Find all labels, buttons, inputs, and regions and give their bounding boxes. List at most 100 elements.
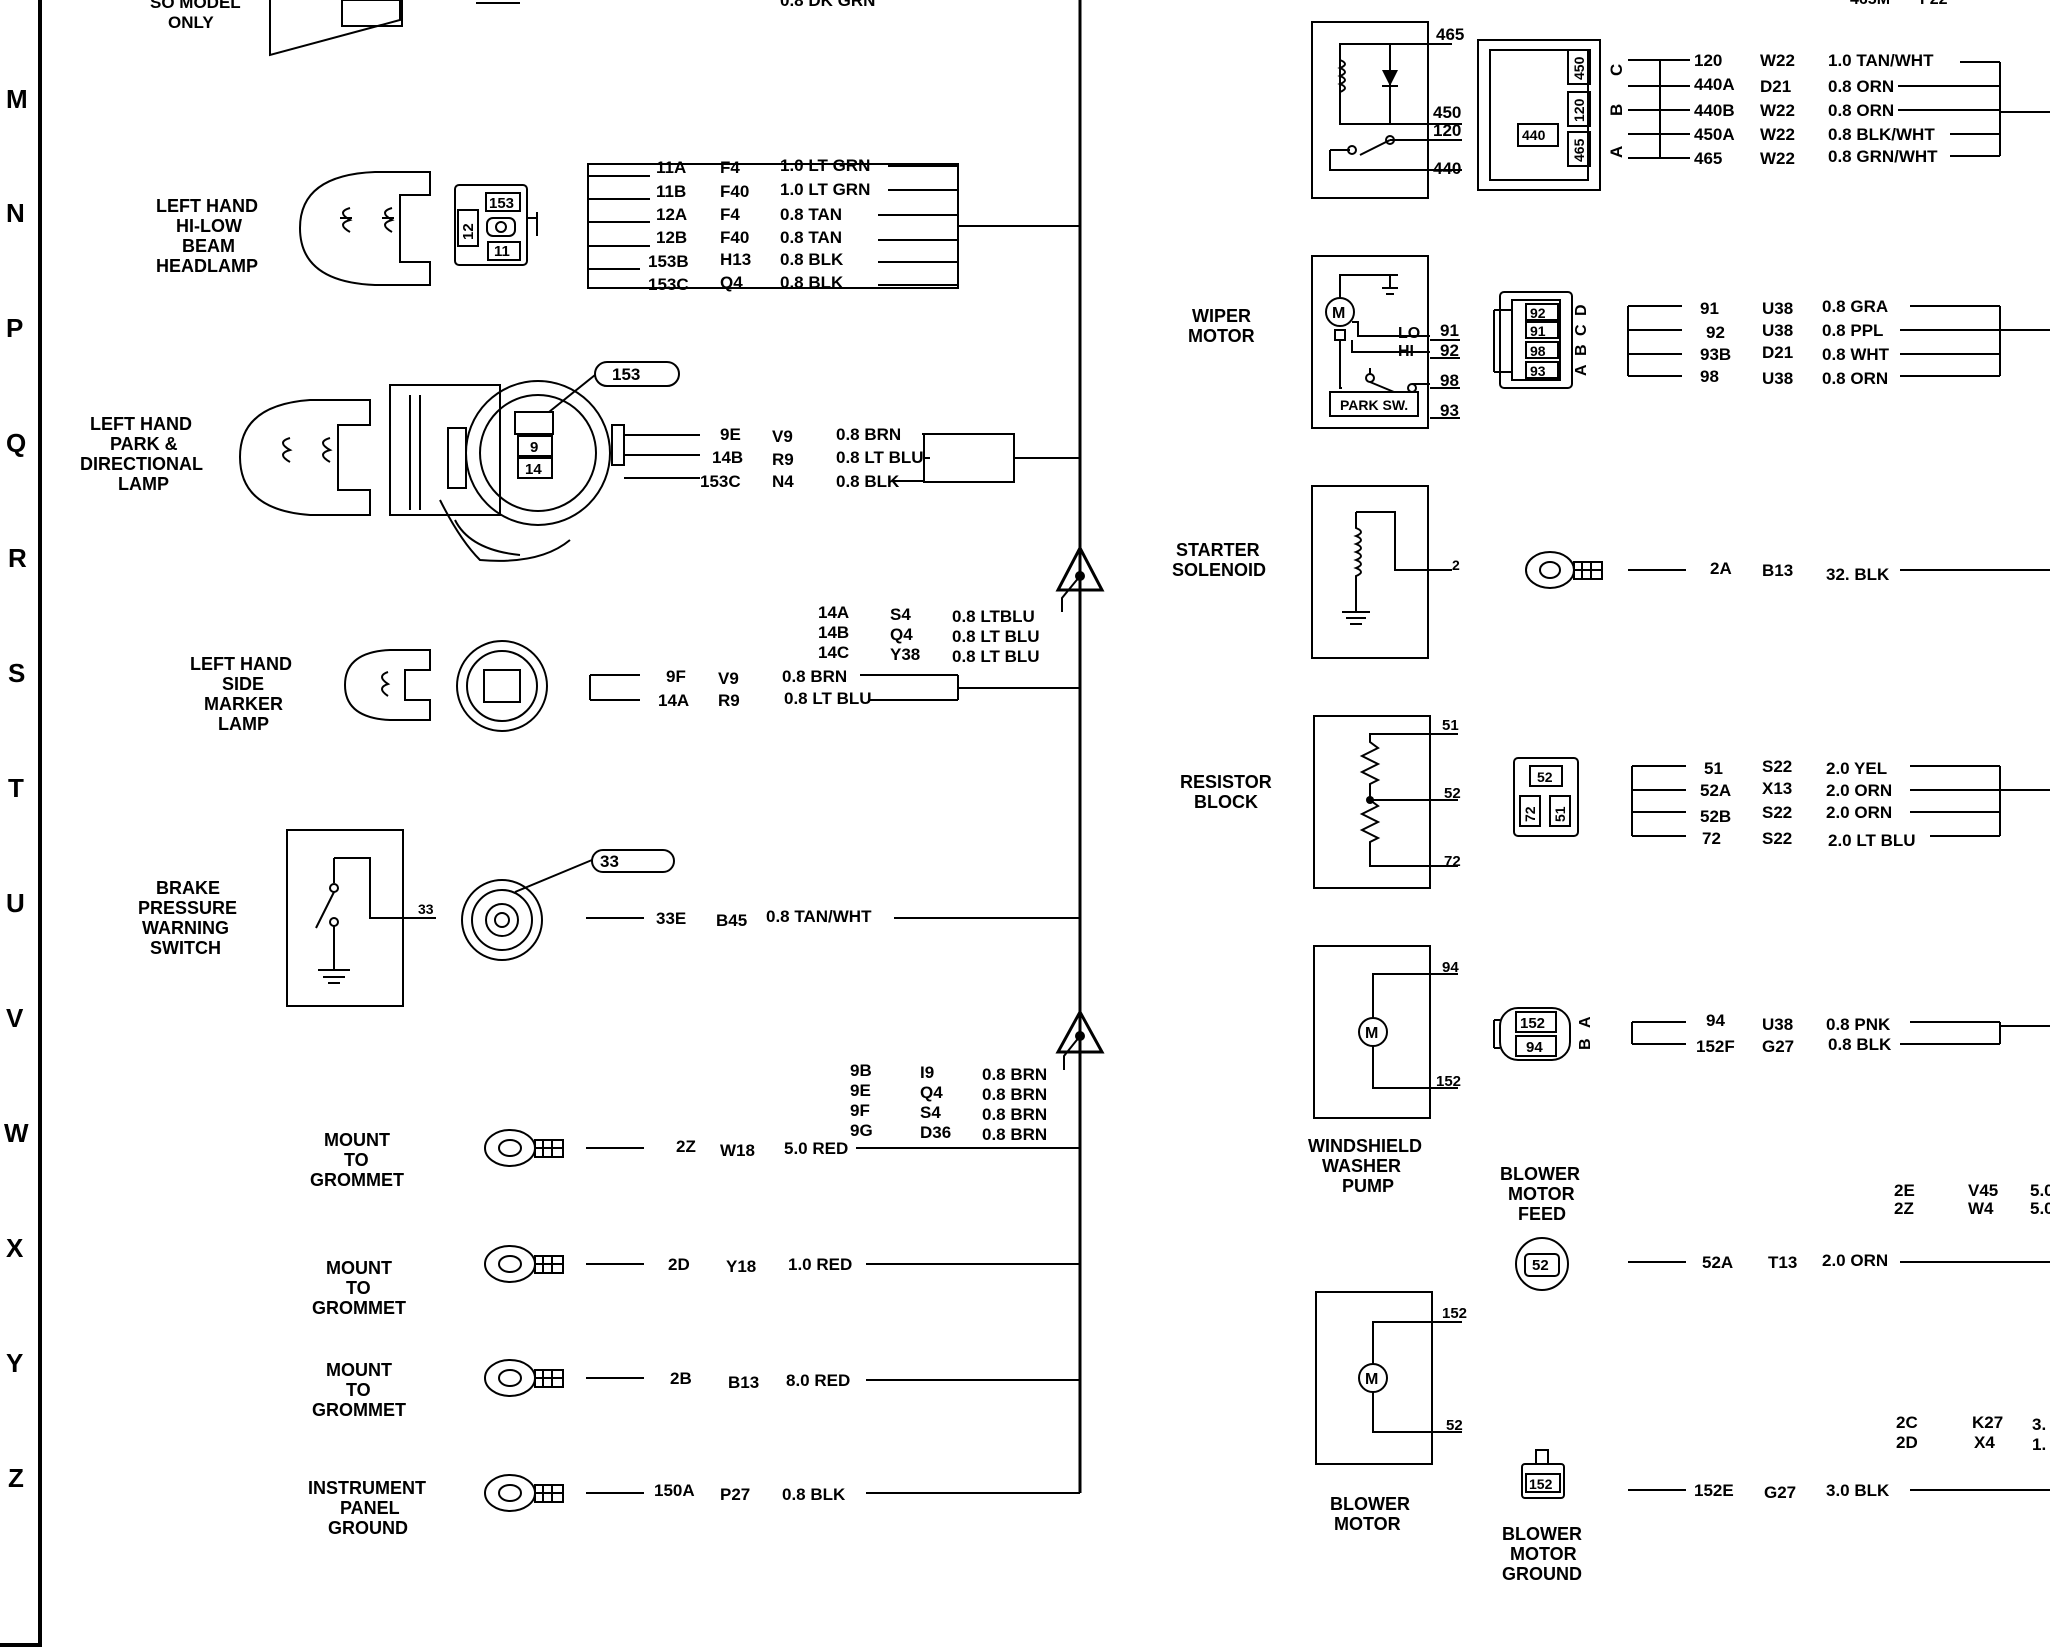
wire-code: U38	[1762, 369, 1793, 388]
circuit-id: 93B	[1700, 345, 1731, 364]
circuit-id: 440A	[1694, 75, 1735, 94]
wire-color: 1.0 LT GRN	[780, 156, 870, 175]
wire-code: W18	[720, 1141, 755, 1160]
connector-side-letter: D	[1573, 304, 1590, 316]
pin-label: 450	[1433, 103, 1461, 122]
wire-code: B13	[728, 1373, 759, 1392]
circuit-id: 9G	[850, 1121, 873, 1140]
ground-terminal-4: INSTRUMENT PANEL GROUND 150A P27 0.8 BLK	[308, 1474, 1080, 1538]
circuit-id: 9E	[850, 1081, 871, 1100]
circuit-id: 51	[1704, 759, 1723, 778]
relay-connector-icon	[1477, 39, 1601, 191]
wire-color: 0.8 BRN	[982, 1065, 1047, 1084]
resistor-label: BLOCK	[1194, 792, 1258, 812]
starter-label: SOLENOID	[1172, 560, 1266, 580]
wiper-wire-table: 91 U38 0.8 GRA 92 U38 0.8 PPL 93B D21 0.…	[1700, 297, 2050, 388]
headlamp-label: HI-LOW	[176, 216, 242, 236]
circuit-id: 2D	[668, 1255, 690, 1274]
wire-code: Q4	[720, 273, 743, 292]
wire-color: 0.8 BLK	[836, 472, 900, 491]
pin-label: 152	[1442, 1305, 1467, 1322]
ground-label: TO	[346, 1380, 371, 1400]
wire-color: 0.8 ORN	[1828, 77, 1894, 96]
blower-motor-label: BLOWER	[1330, 1494, 1410, 1514]
pin-label: 93	[1530, 363, 1546, 379]
wire-color: 0.8 LT BLU	[784, 689, 872, 708]
wire-label: F22	[1920, 0, 1948, 8]
pin-label: 9	[530, 439, 538, 456]
brake-switch-component: BRAKE PRESSURE WARNING SWITCH 33 33 33E …	[138, 829, 1080, 1007]
circuit-id: 9F	[850, 1101, 870, 1120]
park-lamp-label: LEFT HAND	[90, 414, 192, 434]
resistor-connector-icon	[1513, 757, 1579, 837]
splice-w-wires: 9B I9 0.8 BRN 9E Q4 0.8 BRN 9F S4 0.8 BR…	[850, 1061, 1047, 1144]
ground-connector-icon	[1521, 1463, 1565, 1499]
ground-label: MOUNT	[324, 1130, 390, 1150]
wire-code: D21	[1760, 77, 1791, 96]
circuit-id: 2Z	[1894, 1199, 1914, 1218]
wire-color: 0.8 BRN	[836, 425, 901, 444]
blower-ground-label: BLOWER	[1502, 1524, 1582, 1544]
zone-letter: V	[6, 1003, 24, 1033]
circuit-id: 14B	[818, 623, 849, 642]
headlamp-label: LEFT HAND	[156, 196, 258, 216]
pin-label: 33	[418, 901, 434, 917]
wire-color: 0.8 ORN	[1822, 369, 1888, 388]
note-line: ONLY	[168, 13, 214, 32]
blower-motor-label: MOTOR	[1334, 1514, 1401, 1534]
splice-triangle	[1055, 1008, 1105, 1070]
zone-letter: W	[4, 1118, 29, 1148]
wire-code: B13	[1762, 561, 1793, 580]
wire-color: 5.0 RED	[784, 1139, 848, 1158]
pin-label: 72	[1522, 806, 1538, 822]
ground-terminal-2: MOUNT TO GROMMET 2D Y18 1.0 RED	[312, 1245, 1080, 1318]
headlamp-label: BEAM	[182, 236, 235, 256]
relay-component: 465 450 120 440 450 120 465 440 C B A	[1311, 21, 1690, 199]
circuit-id: 11A	[656, 158, 686, 177]
wire-code: F40	[720, 228, 749, 247]
circuit-id: 52A	[1702, 1253, 1733, 1272]
park-lamp-wire-table: 9E V9 0.8 BRN 14B R9 0.8 LT BLU 153C N4 …	[700, 425, 930, 491]
washer-pump-label: PUMP	[1342, 1176, 1394, 1196]
wire-color: 0.8 BRN	[782, 667, 847, 686]
ground-label: MOUNT	[326, 1258, 392, 1278]
wire-color: 5.0	[2030, 1181, 2050, 1200]
circuit-id: 440B	[1694, 101, 1735, 120]
wire-color: 0.8 ORN	[1828, 101, 1894, 120]
connector-side-letter: C	[1573, 324, 1590, 336]
circuit-id: 14C	[818, 643, 849, 662]
wire-code: V9	[718, 669, 739, 688]
wire-color: 32. BLK	[1826, 565, 1890, 584]
wire-code: D36	[920, 1123, 951, 1142]
wire-code: F4	[720, 205, 740, 224]
pin-label: 120	[1433, 121, 1461, 140]
wire-label: 465M	[1850, 0, 1890, 8]
wire-color: 1.0 LT GRN	[780, 180, 870, 199]
wire-code: I9	[920, 1063, 934, 1082]
wire-code: W22	[1760, 51, 1795, 70]
wire-color: 0.8 BRN	[982, 1105, 1047, 1124]
connector-side-letter: A	[1573, 364, 1590, 376]
wire-color: 8.0 RED	[786, 1371, 850, 1390]
solenoid-box	[1311, 485, 1429, 659]
splice-triangle	[1055, 544, 1105, 612]
circuit-id: 152E	[1694, 1481, 1734, 1500]
relay-wire-table: 120 W22 1.0 TAN/WHT 440A D21 0.8 ORN 440…	[1694, 51, 2050, 168]
wire-code: H13	[720, 250, 751, 269]
wire-code: Q4	[920, 1083, 943, 1102]
circuit-id: 2Z	[676, 1137, 696, 1156]
marker-lamp-label: SIDE	[222, 674, 264, 694]
wire-color: 0.8 LTBLU	[952, 607, 1035, 626]
wire-code: V45	[1968, 1181, 1998, 1200]
headlamp-connector-icon	[454, 184, 528, 266]
wire-color: 0.8 DK GRN	[780, 0, 875, 10]
washer-pump-label: WASHER	[1322, 1156, 1401, 1176]
circuit-id: 153C	[648, 275, 689, 294]
starter-label: STARTER	[1176, 540, 1260, 560]
wire-code: Y38	[890, 645, 920, 664]
marker-lamp-bulb-icon	[343, 649, 431, 721]
pin-label: 91	[1440, 321, 1459, 340]
wire-color: 0.8 GRN/WHT	[1828, 147, 1938, 166]
wire-color: 0.8 TAN	[780, 228, 842, 247]
